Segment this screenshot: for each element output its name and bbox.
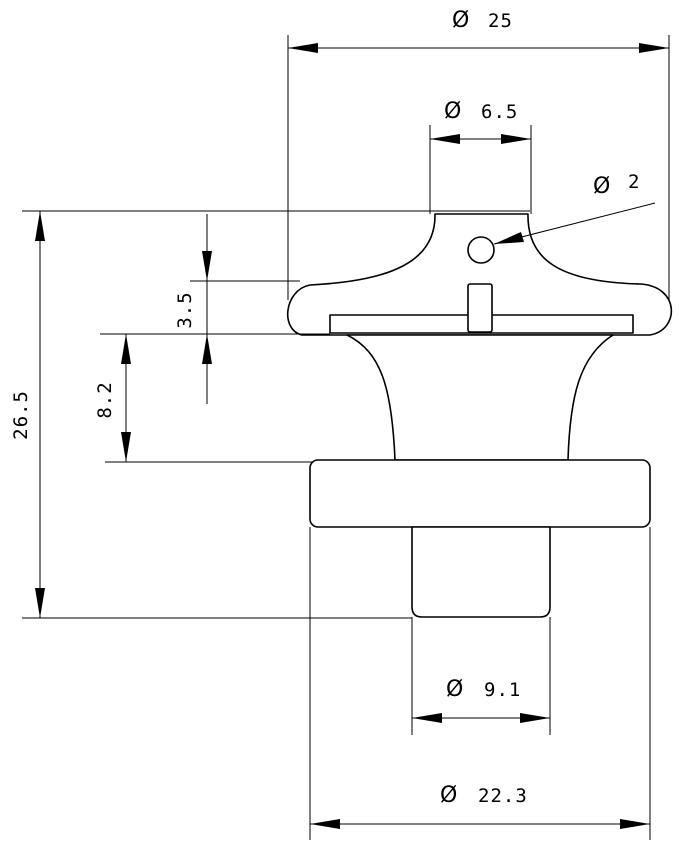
center-slot xyxy=(467,283,493,333)
cross-hole xyxy=(467,236,495,264)
arrowhead xyxy=(412,713,442,723)
base-disc xyxy=(309,459,651,528)
arrowhead xyxy=(288,43,318,53)
arrowhead xyxy=(202,334,212,364)
extension-lines xyxy=(22,35,670,840)
arrowhead xyxy=(430,134,460,144)
label-neck-height: 8.2 xyxy=(94,381,116,418)
diameter-symbol: Ø xyxy=(440,783,457,808)
diameter-symbol: Ø xyxy=(452,8,469,33)
arrowhead xyxy=(310,819,340,829)
diameter-symbol: Ø xyxy=(446,677,463,702)
arrowhead xyxy=(501,134,531,144)
head-dome xyxy=(287,213,673,336)
arrowhead xyxy=(520,713,550,723)
label-stem-diameter: 9.1 xyxy=(484,679,521,701)
label-hole-diameter: 2 xyxy=(628,171,640,193)
label-base-diameter: 22.3 xyxy=(478,785,528,807)
arrowhead xyxy=(494,232,524,244)
arrowhead xyxy=(35,211,45,241)
arrowhead xyxy=(202,251,212,281)
diameter-symbol: Ø xyxy=(444,99,461,124)
arrowhead xyxy=(639,43,669,53)
bottom-stem xyxy=(411,526,551,618)
neck xyxy=(346,334,614,461)
arrowhead xyxy=(121,432,131,462)
label-head-height: 3.5 xyxy=(174,291,196,328)
arrowhead xyxy=(121,334,131,364)
arrowhead xyxy=(35,588,45,618)
label-total-height: 26.5 xyxy=(10,390,32,440)
arrowhead xyxy=(620,819,650,829)
label-outer-diameter: 25 xyxy=(488,10,513,32)
label-top-diameter: 6.5 xyxy=(481,101,518,123)
dimension-labels: Ø 25 Ø 6.5 Ø 2 26.5 3.5 8.2 Ø 9.1 Ø 22.3 xyxy=(10,8,640,808)
dimension-lines xyxy=(35,43,669,829)
part-outline xyxy=(287,213,673,618)
diameter-symbol: Ø xyxy=(593,174,610,199)
